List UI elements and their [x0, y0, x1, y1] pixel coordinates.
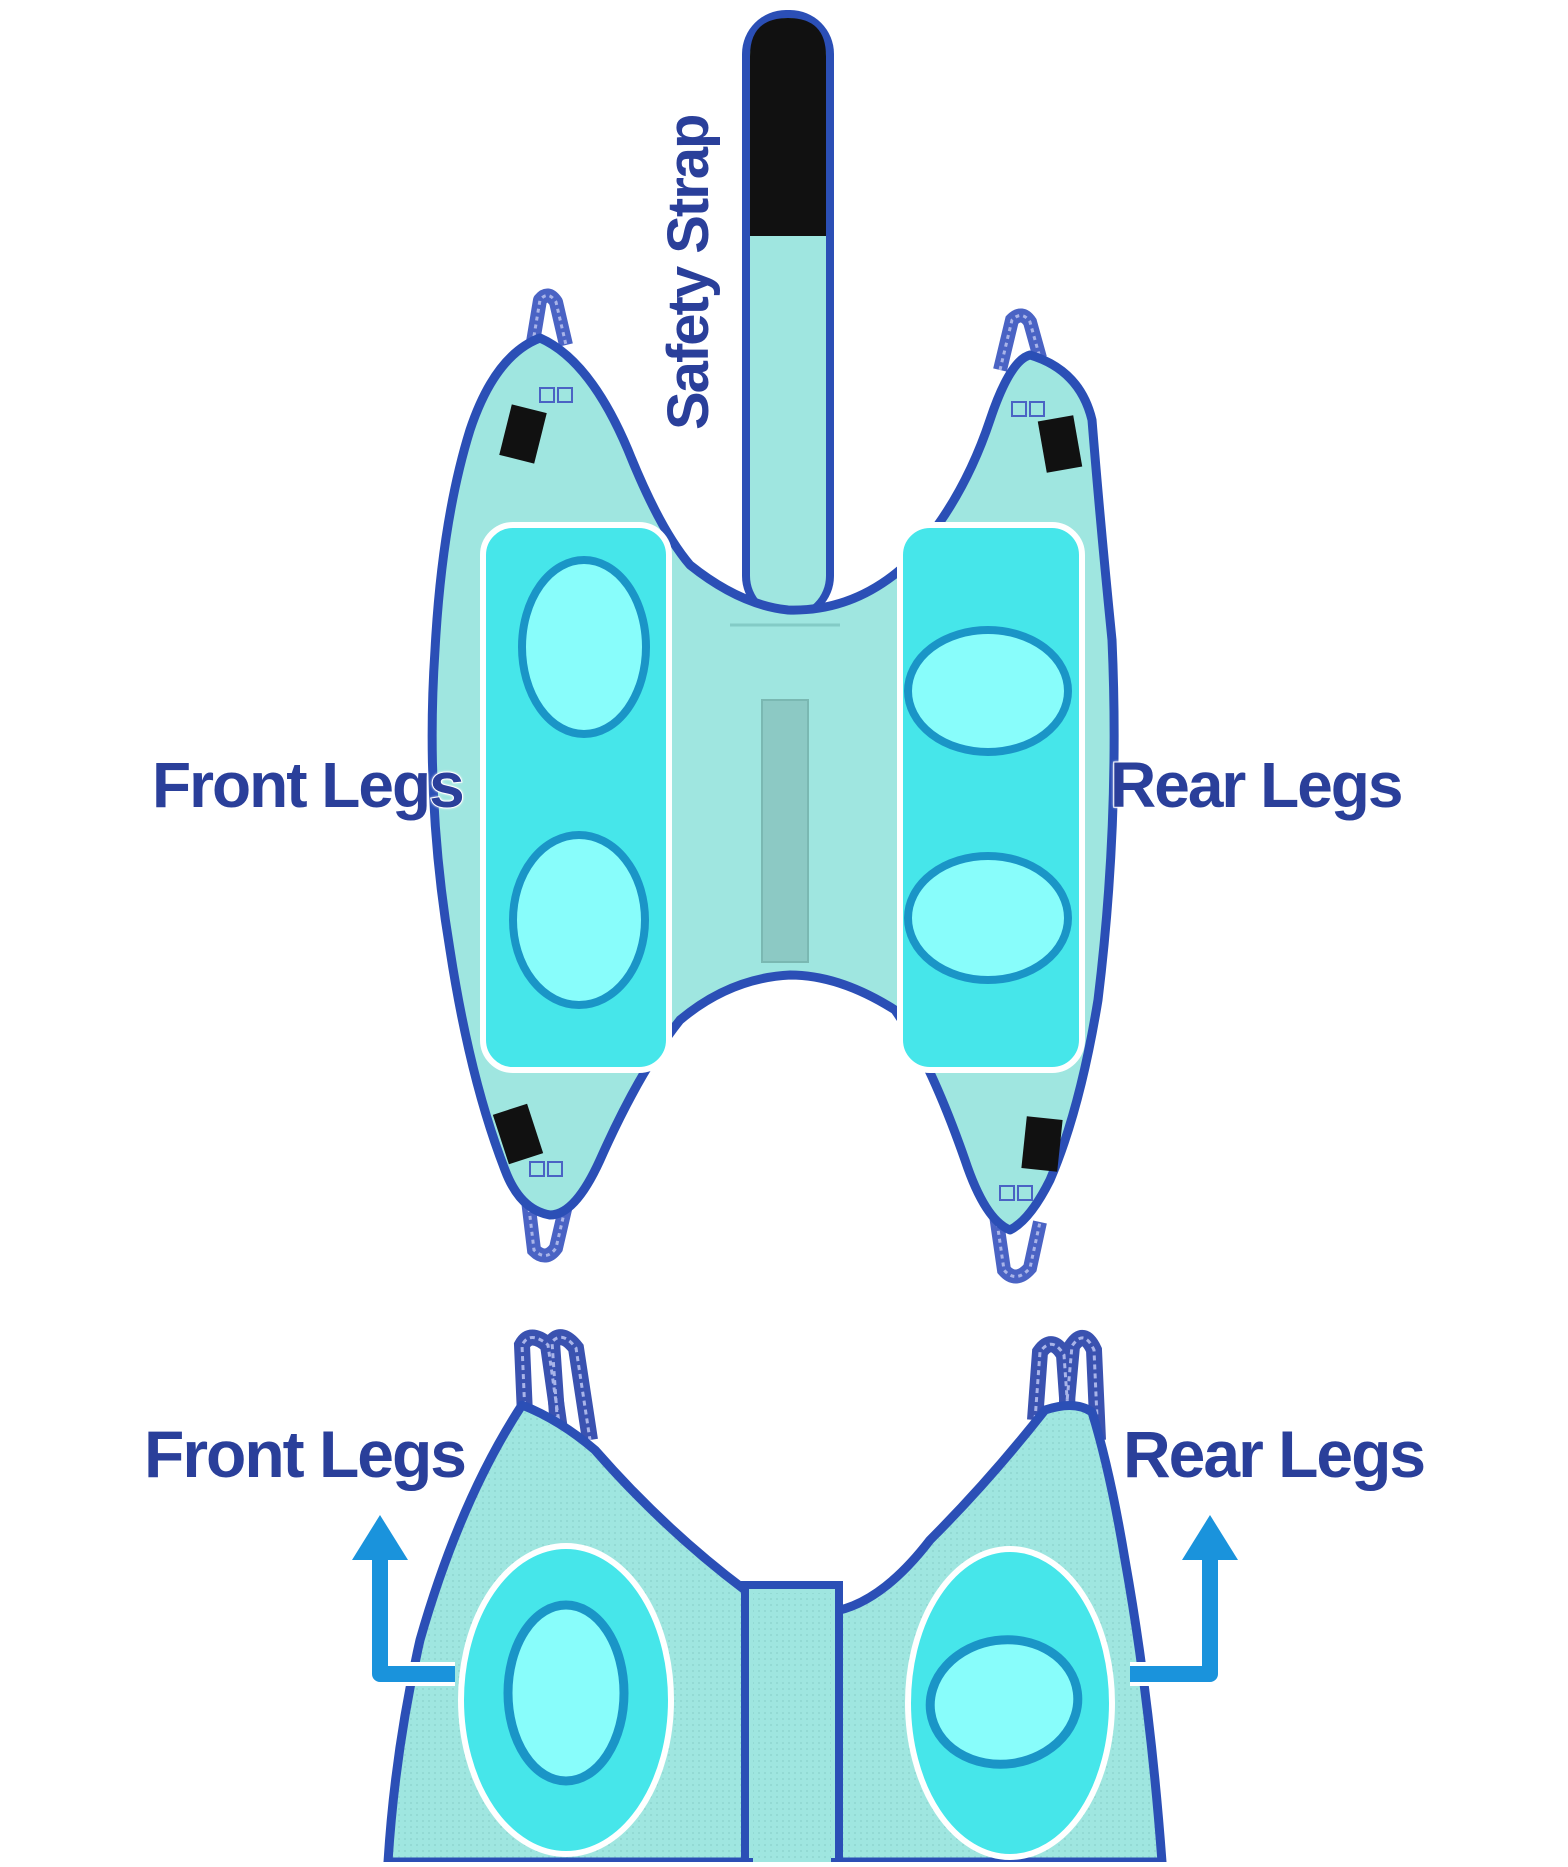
- handle-loop-front-bottom: [521, 1199, 573, 1263]
- arrow-up-rear-icon: [1130, 1515, 1238, 1686]
- leg-hole-front-1: [518, 556, 650, 738]
- safety-strap: [742, 10, 834, 620]
- front-legs-panel-top: [480, 522, 672, 1073]
- handle-straps-bottom-front: [513, 1329, 598, 1442]
- handle-loop-front-top: [523, 288, 573, 362]
- velcro-patches-top: [492, 404, 1083, 1172]
- front-legs-label-top: Front Legs: [151, 749, 466, 821]
- leg-hole-rear-bottom: [925, 1635, 1083, 1769]
- rear-legs-panel-top: [897, 522, 1085, 1073]
- leg-hole-rear-1: [904, 626, 1072, 756]
- handle-loop-rear-top: [993, 308, 1047, 372]
- leg-hole-front-2: [509, 831, 649, 1009]
- rear-legs-label-top: Rear Legs: [1109, 749, 1404, 821]
- leg-hole-rear-2: [904, 852, 1072, 984]
- front-legs-label-bottom: Front Legs: [143, 1417, 468, 1491]
- handle-straps-bottom-rear: [1027, 1330, 1106, 1441]
- rear-legs-label-bottom: Rear Legs: [1122, 1417, 1427, 1491]
- rear-legs-panel-bottom: [905, 1546, 1115, 1860]
- front-legs-panel-bottom: [458, 1543, 674, 1857]
- leg-hole-front-bottom: [503, 1600, 629, 1786]
- center-strap-bottom: [741, 1581, 843, 1866]
- arrow-up-front-icon: [352, 1515, 455, 1686]
- handle-loop-rear-bottom: [989, 1213, 1047, 1284]
- care-label-icons: [529, 387, 1045, 1201]
- safety-strap-label: Safety Strap: [655, 115, 722, 431]
- center-velcro-strip: [761, 699, 809, 963]
